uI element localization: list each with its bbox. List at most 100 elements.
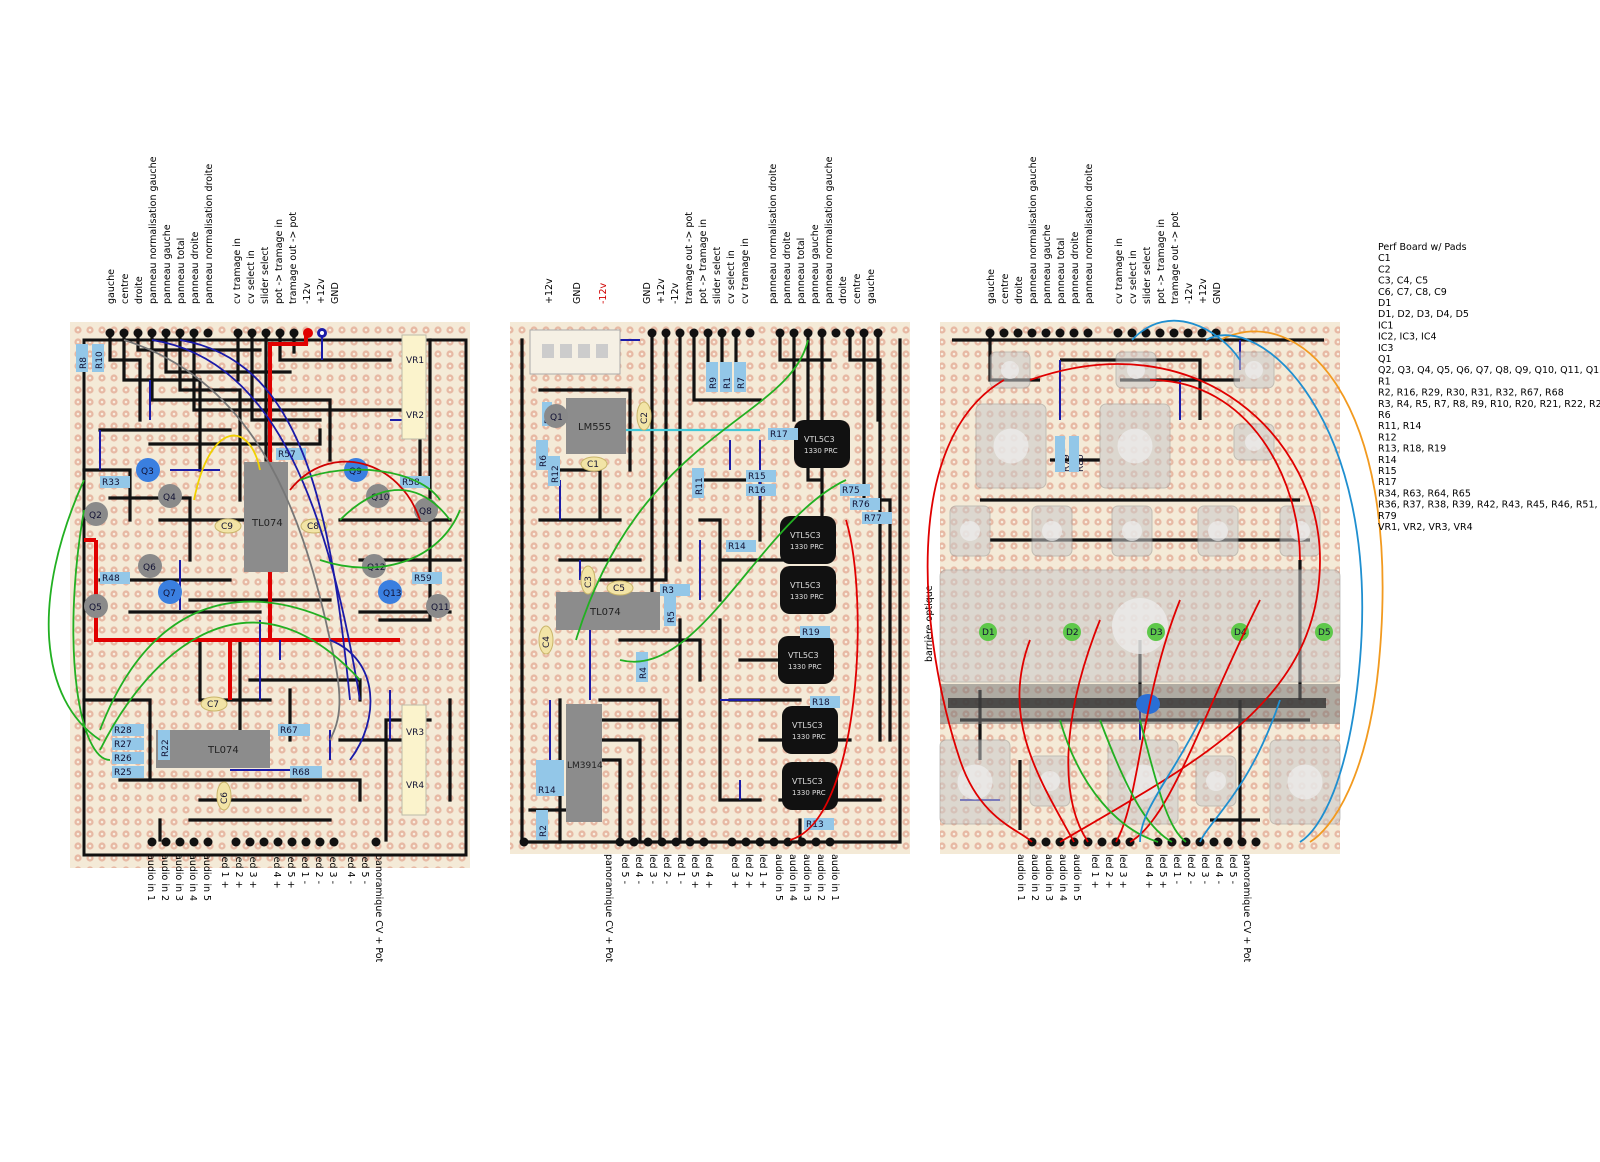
q9-label: Q9 [349,467,362,477]
vactrol-label: VTL5C3 [788,651,819,660]
pin-label: panneau total [796,238,807,304]
led-3-label: D3 [1150,628,1163,638]
trimmer-vr3-vr4-body [401,704,427,816]
pin-label: audio in 2 [159,854,170,901]
pin-label: cv tramage in [232,238,243,304]
q1-label: Q1 [550,413,563,423]
pin-label: led 3 - [647,854,658,884]
board-1-minus12v-pad [303,328,313,338]
led-4-body [1231,623,1249,641]
pin-label: led 4 - [1213,854,1224,884]
pin-label: audio in 4 [1057,854,1068,901]
board-1-jumpers [99,336,410,771]
vactrol-body [794,420,850,468]
pin-label: led 5 + [285,854,296,889]
bom-line: R36, R37, R38, R39, R42, R43, R45, R46, … [1378,500,1600,511]
board-2-tl074-body [556,592,660,630]
pin-label: GND [642,282,653,304]
vactrol-body [780,566,836,614]
r12-label: R12 [551,465,561,483]
bom-line: R6 [1378,410,1391,421]
board-3-wires [926,320,1384,843]
bom-line: C1 [1378,253,1391,264]
pin-label: led 2 - [661,854,672,884]
q2-transistor-body [84,502,108,526]
r11-label: R11 [695,477,705,495]
r67-resistor-body [278,724,310,736]
r17-resistor-body [768,428,798,440]
pin-label: led 1 + [1089,854,1100,889]
pin-label: led 1 - [299,854,310,884]
pin-label: audio in 1 [829,854,840,901]
r68-resistor-body [290,766,322,778]
q5-transistor-body [84,594,108,618]
vactrol-body [778,636,834,684]
pin-label: -12v [1184,282,1195,304]
r9-label: R9 [709,377,719,389]
r15-label: R15 [748,472,766,482]
r79-body [1055,436,1065,472]
pin-label: +12v [544,278,555,304]
c2-label: C2 [640,412,650,424]
pin-label: cv tramage in [1114,238,1125,304]
vactrol-label: VTL5C3 [790,581,821,590]
vr1-label: VR1 [406,356,424,366]
pin-label: led 4 + [1143,854,1154,889]
c6-label: C6 [220,792,230,804]
pin-label: panneau normalisation gauche [824,156,835,304]
board-2-wires [575,339,859,841]
pin-label: tramage out -> pot [288,212,299,304]
q10-transistor-body [366,484,390,508]
r19-resistor-body [800,626,830,638]
pin-label: led 4 + [703,854,714,889]
r2-label: R2 [539,825,549,837]
pin-label: panneau total [176,238,187,304]
slider-knob[interactable] [1136,694,1160,714]
pin-label: panoramique CV + Pot [603,854,614,963]
q2-label: Q2 [89,511,102,521]
led-5-body [1315,623,1333,641]
board-1-header-pads [105,328,381,847]
vactrol-sub-label: 1330 PRC [788,663,822,671]
pin-label: -12v [670,282,681,304]
q12-transistor-body [362,554,386,578]
r4-label: R4 [639,667,649,679]
pin-label: pot -> tramage in [698,219,709,304]
r28-label: R28 [114,726,132,736]
r18-label: R18 [812,698,830,708]
vactrol-body [782,762,838,810]
pin-label: audio in 3 [801,854,812,901]
r27-resistor-body [112,738,144,750]
led-1-label: D1 [982,628,995,638]
r48-resistor-body [100,572,130,584]
r79-label: R79 [1062,454,1072,472]
r19-label: R19 [802,628,820,638]
pin-label: slider select [1142,246,1153,304]
r3-resistor-body [660,584,690,596]
pin-label: slider select [260,246,271,304]
pin-label: panneau droite [190,231,201,304]
q4-label: Q4 [163,493,176,503]
pin-label: panoramique CV + Pot [373,854,384,963]
r12-resistor-body [548,456,560,486]
pin-label: led 5 + [689,854,700,889]
pin-label: GND [330,282,341,304]
bom-line: IC1 [1378,320,1393,331]
vactrol-sub-label: 1330 PRC [804,447,838,455]
r75-label: R75 [842,486,860,496]
pin-label: tramage out -> pot [684,212,695,304]
pin-label: led 4 - [633,854,644,884]
led-2-body [1063,623,1081,641]
r6-resistor-body [536,440,548,470]
r22-label: R22 [161,739,171,757]
board-1-ic2-body [156,730,270,768]
r7-label: R7 [737,377,747,389]
q1-transistor-body [544,404,568,428]
